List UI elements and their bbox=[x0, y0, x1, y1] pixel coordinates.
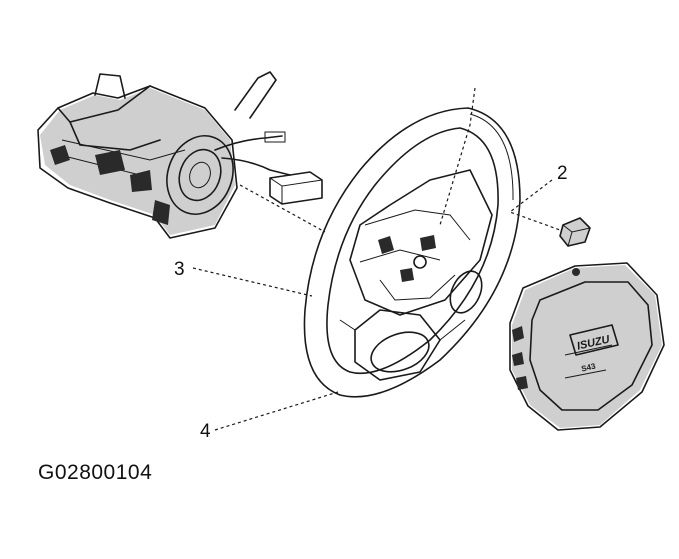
leader-line-1 bbox=[439, 87, 476, 226]
callout-2: 2 bbox=[557, 163, 568, 184]
steering-wheel-nut bbox=[559, 217, 591, 247]
leader-line-3 bbox=[192, 267, 313, 297]
callout-4: 4 bbox=[200, 421, 211, 442]
steering-column-housing bbox=[37, 71, 326, 239]
figure-code: G02800104 bbox=[38, 461, 153, 484]
callout-3: 3 bbox=[174, 259, 185, 280]
airbag-module bbox=[509, 262, 665, 431]
steering-wheel bbox=[303, 107, 521, 398]
leader-lines bbox=[192, 87, 561, 431]
airbag-emblem-subtext: S43 bbox=[580, 361, 596, 373]
leader-line-4 bbox=[214, 391, 339, 431]
